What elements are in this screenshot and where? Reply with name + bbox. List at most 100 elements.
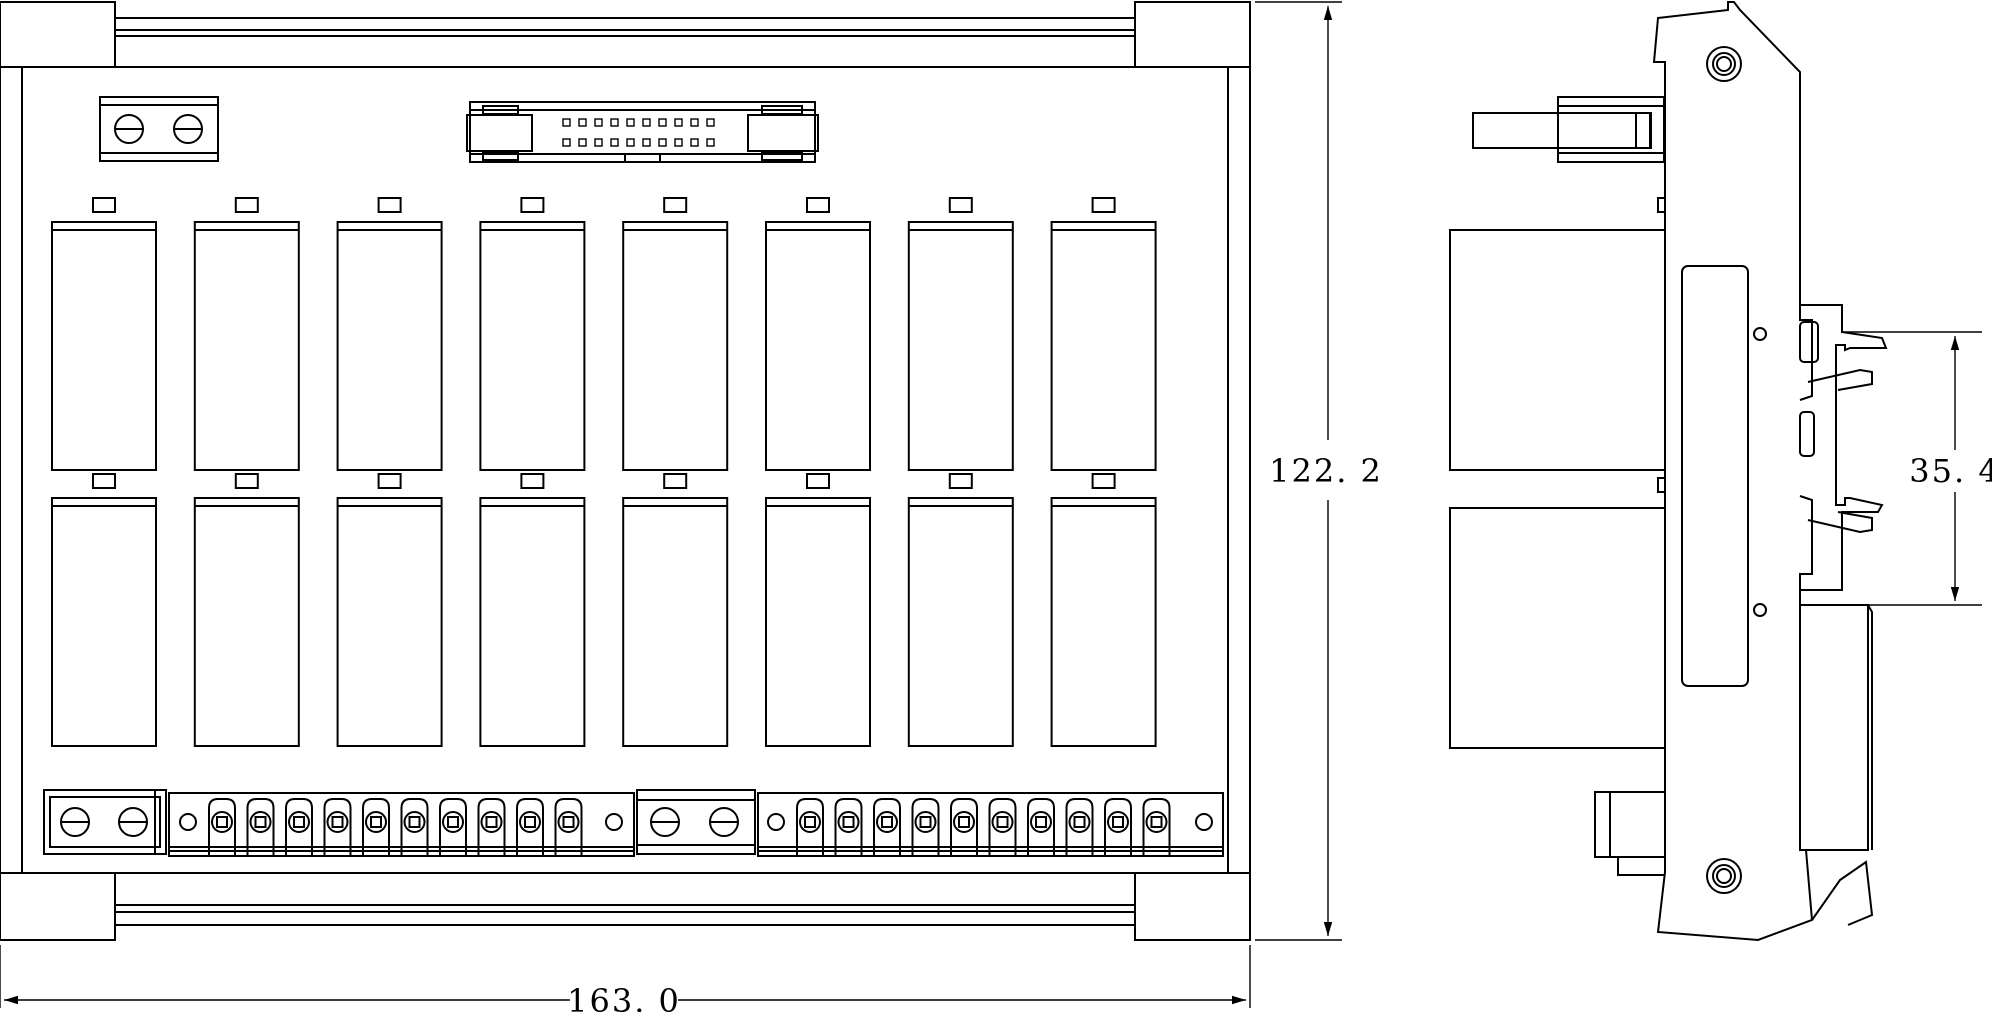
clamp-square <box>881 816 893 828</box>
relay-body <box>1050 221 1157 471</box>
terminal-clamp <box>873 798 901 856</box>
clamp-outline <box>834 798 863 856</box>
status-led <box>1091 473 1116 489</box>
bottom-rail <box>0 872 1251 941</box>
side-relay-bottom <box>1449 507 1666 749</box>
clamp-outline <box>1065 798 1094 856</box>
terminal-clamp <box>911 798 940 856</box>
idc-pin <box>626 138 635 147</box>
clamp-screw <box>403 811 426 833</box>
status-led <box>520 197 545 213</box>
power-terminal-top <box>99 96 219 162</box>
terminal-clamp <box>1065 798 1094 856</box>
terminal-clamp <box>1027 798 1055 856</box>
clamp-square <box>370 816 382 828</box>
clamp-screw <box>1107 811 1129 833</box>
idc-pin <box>658 118 667 127</box>
clamp-screw <box>211 811 233 833</box>
terminal-block-1 <box>168 792 635 857</box>
relay <box>479 473 586 747</box>
relay <box>765 473 871 747</box>
terminal-clamp <box>285 798 313 856</box>
clamp-outline <box>477 798 506 856</box>
status-led <box>806 197 830 213</box>
terminal-clamp <box>208 798 236 856</box>
relay-body <box>907 497 1014 747</box>
clamp-outline <box>950 798 978 856</box>
board-outline <box>0 67 1251 873</box>
terminal-clamp <box>950 798 978 856</box>
clamp-screw <box>799 811 821 833</box>
mounting-hole-icon <box>1706 858 1742 894</box>
clamp-outline <box>516 798 544 856</box>
relay-body <box>479 497 586 747</box>
idc-pin <box>674 118 683 127</box>
idc-pin <box>610 118 619 127</box>
terminal-row <box>796 798 1171 856</box>
mounting-hole-icon <box>1195 813 1213 831</box>
clamp-outline <box>285 798 313 856</box>
idc-pin <box>674 138 683 147</box>
slotted-screw-icon <box>118 807 148 837</box>
clamp-outline <box>1104 798 1132 856</box>
relay-body <box>193 221 300 471</box>
relay <box>765 197 871 471</box>
terminal-clamp <box>477 798 506 856</box>
clamp-square <box>958 816 970 828</box>
clamp-outline <box>1027 798 1055 856</box>
clamp-square <box>842 816 855 828</box>
clamp-square <box>216 816 228 828</box>
clamp-outline <box>988 798 1017 856</box>
idc-pin <box>610 138 619 147</box>
height-label: 122. 2 <box>1269 452 1383 490</box>
terminal-clamp <box>362 798 390 856</box>
clamp-square <box>1150 816 1163 828</box>
idc-pin <box>642 138 651 147</box>
clamp-square <box>919 816 932 828</box>
slotted-screw-icon <box>709 807 739 837</box>
slotted-screw-icon <box>650 807 680 837</box>
mounting-hole-icon <box>767 813 785 831</box>
relay <box>336 197 443 471</box>
side-idc-connector <box>1472 96 1665 163</box>
relay-array <box>51 197 1157 747</box>
status-led <box>92 473 116 489</box>
relay-body <box>193 497 300 747</box>
clamp-screw <box>1030 811 1052 833</box>
relay <box>907 197 1014 471</box>
idc-pin <box>706 118 715 127</box>
clamp-square <box>447 816 459 828</box>
slotted-screw-icon <box>114 114 144 144</box>
terminal-clamp <box>1104 798 1132 856</box>
height-dimension: 122. 2 <box>1255 1 1383 941</box>
clamp-screw <box>1068 811 1091 833</box>
clamp-screw <box>326 811 349 833</box>
clamp-outline <box>208 798 236 856</box>
clamp-square <box>524 816 536 828</box>
clamp-square <box>485 816 498 828</box>
status-led <box>520 473 545 489</box>
clamp-outline <box>246 798 275 856</box>
clamp-square <box>804 816 816 828</box>
idc-pin <box>690 118 699 127</box>
terminal-clamp <box>439 798 467 856</box>
idc-pin <box>706 138 715 147</box>
power-terminal-middle <box>636 789 756 855</box>
bottom-terminals <box>43 789 1224 857</box>
relay <box>1050 473 1157 747</box>
side-housing <box>1652 1 1888 942</box>
relay-body <box>907 221 1014 471</box>
idc-pin <box>690 138 699 147</box>
idc-connector <box>466 101 819 163</box>
relay <box>193 197 300 471</box>
idc-pin <box>578 138 587 147</box>
idc-pin <box>562 118 571 127</box>
clamp-screw <box>1145 811 1168 833</box>
clamp-screw <box>991 811 1014 833</box>
terminal-clamp <box>246 798 275 856</box>
relay-body <box>51 221 157 471</box>
status-led <box>377 473 402 489</box>
relay-body <box>336 497 443 747</box>
clamp-outline <box>796 798 824 856</box>
